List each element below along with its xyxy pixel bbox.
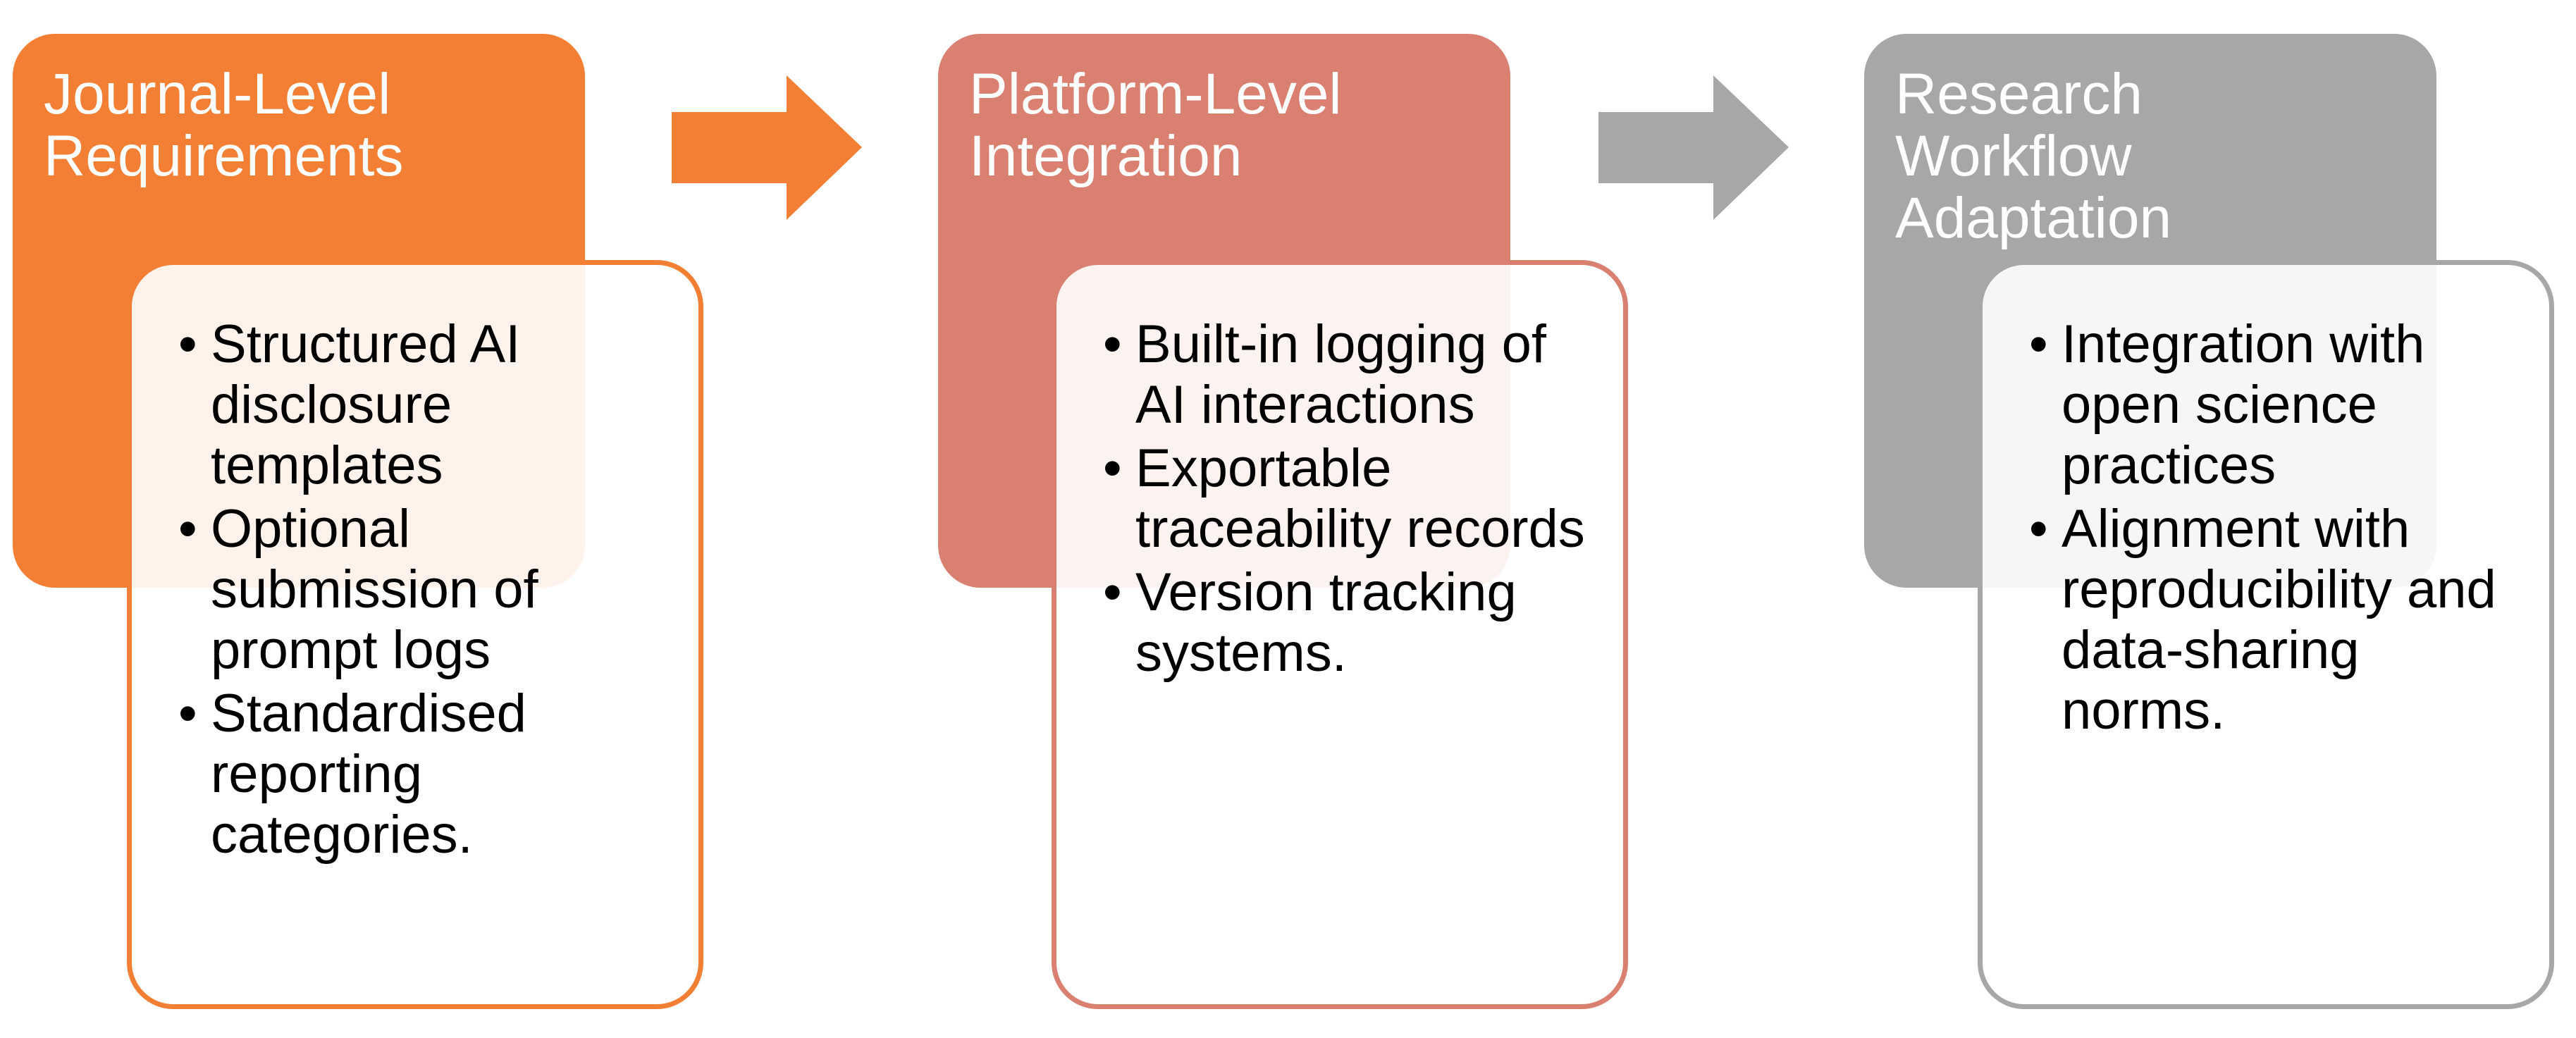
- detail-list: Built-in logging of AI interactions Expo…: [1103, 314, 1595, 684]
- arrow-right-icon: [1598, 75, 1789, 220]
- stage-title-line: Platform-Level: [969, 62, 1342, 126]
- stage-title: Journal-Level Requirements: [44, 63, 554, 187]
- detail-item: Optional submission of prompt logs: [178, 499, 670, 681]
- stage-title: Research Workflow Adaptation: [1895, 63, 2405, 249]
- detail-item: Structured AI disclosure templates: [178, 314, 670, 496]
- stage-journal-level-details: Structured AI disclosure templates Optio…: [127, 260, 703, 1009]
- detail-list: Integration with open science practices …: [2029, 314, 2521, 741]
- detail-item: Built-in logging of AI interactions: [1103, 314, 1595, 435]
- stage-title-line: Research: [1895, 62, 2143, 126]
- stage-research-workflow-details: Integration with open science practices …: [1978, 260, 2554, 1009]
- detail-item: Standardised reporting categories.: [178, 684, 670, 865]
- detail-list: Structured AI disclosure templates Optio…: [178, 314, 670, 865]
- arrow-shape: [672, 75, 862, 220]
- detail-item: Alignment with reproducibility and data-…: [2029, 499, 2521, 741]
- stage-title-line: Adaptation: [1895, 186, 2172, 250]
- stage-title-line: Workflow: [1895, 124, 2132, 188]
- arrow-shape: [1598, 75, 1789, 220]
- stage-platform-level-details: Built-in logging of AI interactions Expo…: [1052, 260, 1628, 1009]
- detail-item: Exportable traceability records: [1103, 438, 1595, 560]
- detail-item: Version tracking systems.: [1103, 562, 1595, 684]
- stage-title: Platform-Level Integration: [969, 63, 1479, 187]
- stage-title-line: Journal-Level: [44, 62, 391, 126]
- stage-title-line: Requirements: [44, 124, 404, 188]
- detail-item: Integration with open science practices: [2029, 314, 2521, 496]
- stage-title-line: Integration: [969, 124, 1243, 188]
- arrow-right-icon: [672, 75, 862, 220]
